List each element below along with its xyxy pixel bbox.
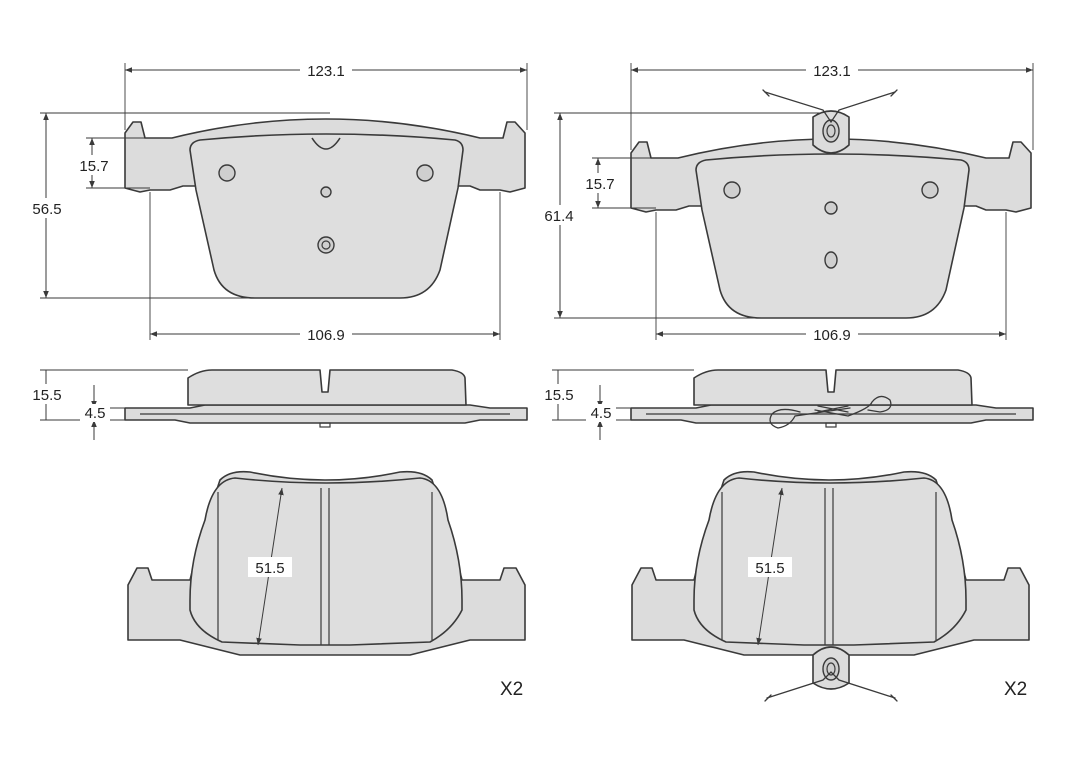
right-pad-side-view (630, 369, 1034, 429)
wear-sensor-wire (764, 91, 896, 124)
lower-hole (824, 251, 838, 269)
center-hole (320, 186, 332, 198)
backing-thickness-label: 4.5 (591, 405, 612, 422)
mounting-hole (218, 164, 236, 182)
left-pad-side-view (124, 369, 528, 428)
quantity-label: X2 (1004, 679, 1027, 700)
quantity-label: X2 (500, 679, 523, 700)
mounting-hole (416, 164, 434, 182)
diagonal-label: 51.5 (255, 560, 284, 577)
backing-thickness-label: 4.5 (85, 405, 106, 422)
mounting-hole (921, 181, 939, 199)
width-label: 123.1 (307, 63, 345, 80)
height-label: 56.5 (32, 201, 61, 218)
left-side-dimensions: 15.5 4.5 (26, 369, 188, 440)
total-thickness-label: 15.5 (544, 387, 573, 404)
left-top-dimensions: 123.1 56.5 15.7 106.9 (26, 60, 528, 344)
left-pad-top-view (124, 118, 526, 299)
lower-width-label: 106.9 (307, 327, 345, 344)
side-wire-loop-left (769, 407, 851, 429)
offset-label: 15.7 (585, 176, 614, 193)
lower-width-label: 106.9 (813, 327, 851, 344)
right-top-dimensions: 123.1 61.4 15.7 106.9 (538, 60, 1034, 344)
left-pad-bottom-view: 51.5 X2 (127, 470, 526, 700)
right-side-dimensions: 15.5 4.5 (538, 369, 694, 440)
total-thickness-label: 15.5 (32, 387, 61, 404)
offset-label: 15.7 (79, 158, 108, 175)
height-label: 61.4 (544, 208, 573, 225)
wear-indicator-clip (812, 646, 850, 690)
diagonal-label: 51.5 (755, 560, 784, 577)
sensor-hole (317, 236, 335, 254)
mounting-hole (723, 181, 741, 199)
right-pad-top-view (630, 89, 1032, 319)
right-pad-bottom-view: 51.5 X2 (631, 470, 1030, 702)
top-notch (311, 137, 341, 150)
center-hole (824, 201, 838, 215)
wear-indicator-clip (812, 110, 850, 154)
width-label: 123.1 (813, 63, 851, 80)
side-wire-loop-right (814, 395, 892, 417)
wear-sensor-wire (766, 671, 896, 699)
